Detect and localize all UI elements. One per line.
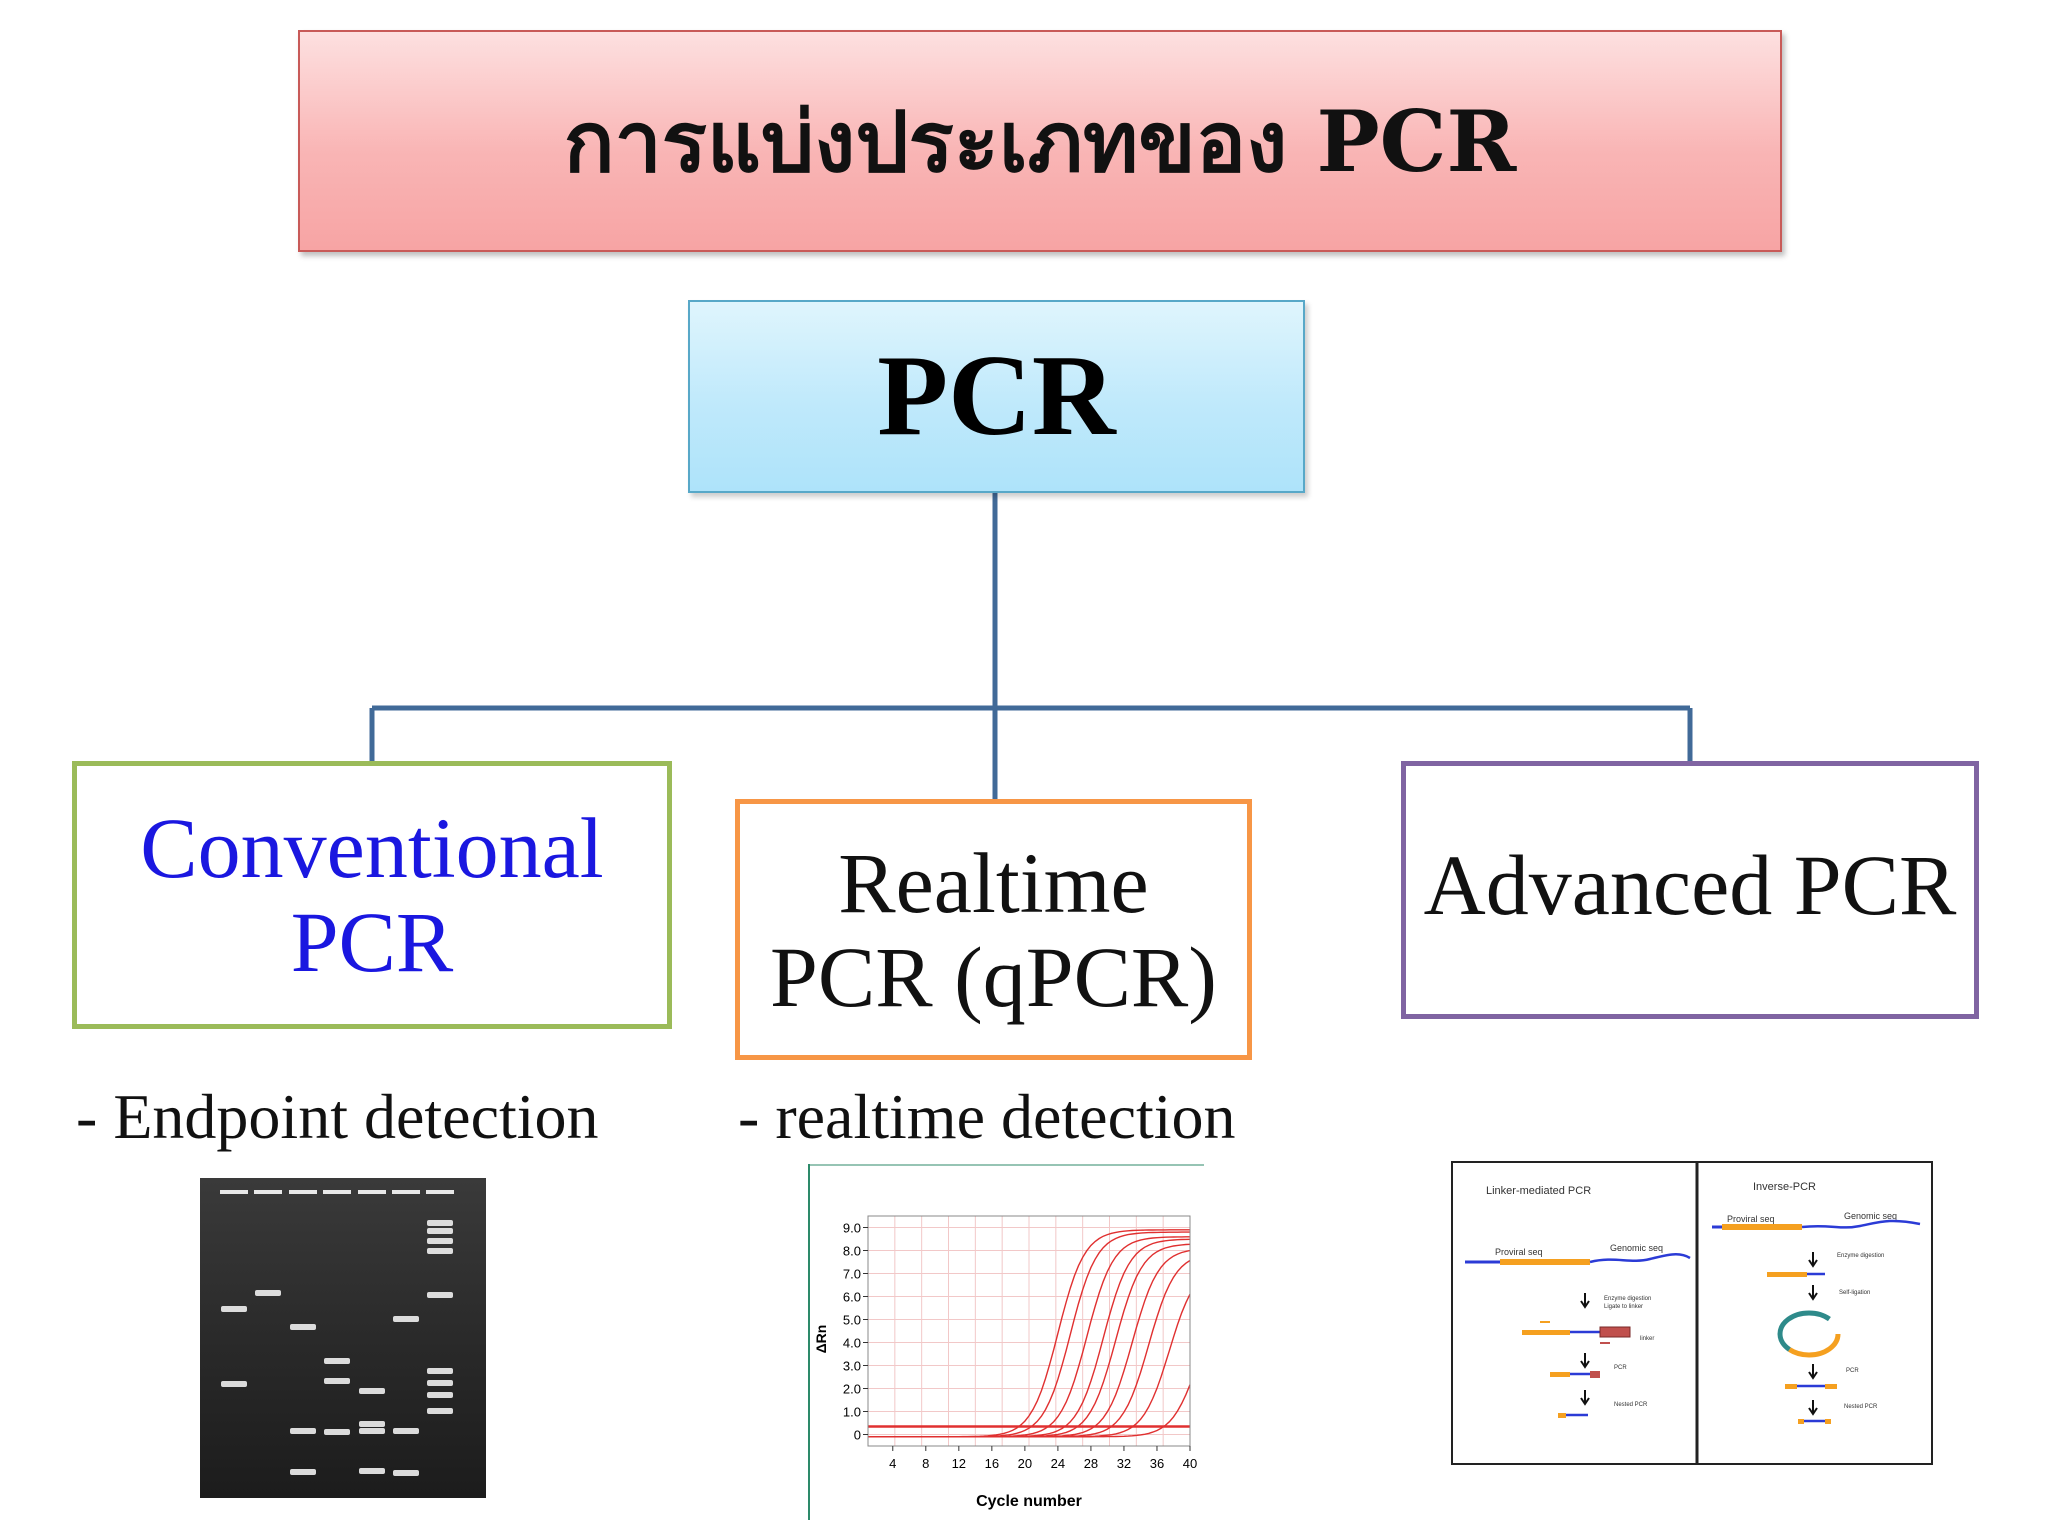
- qpcr-curve: [868, 1384, 1191, 1438]
- gel-band: [427, 1238, 453, 1244]
- inv-proviral-label: Proviral seq: [1727, 1214, 1775, 1224]
- gel-well: [254, 1190, 282, 1194]
- gel-well: [220, 1190, 248, 1194]
- gel-band: [324, 1429, 350, 1435]
- gel-band: [427, 1392, 453, 1398]
- gel-band: [324, 1358, 350, 1364]
- gel-band: [393, 1428, 419, 1434]
- gel-band: [359, 1428, 385, 1434]
- qpcr-ytick: 7.0: [843, 1267, 861, 1282]
- inv-diagram-shapes: [1712, 1219, 1921, 1424]
- qpcr-xtick: 36: [1150, 1456, 1164, 1471]
- gel-band: [427, 1228, 453, 1234]
- qpcr-ytick: 9.0: [843, 1221, 861, 1236]
- qpcr-ytick: 5.0: [843, 1313, 861, 1328]
- node-realtime-line2: PCR (qPCR): [770, 928, 1217, 1025]
- gel-band: [427, 1408, 453, 1414]
- qpcr-xtick: 32: [1117, 1456, 1131, 1471]
- gel-band: [290, 1324, 316, 1330]
- gel-band: [324, 1378, 350, 1384]
- qpcr-xtick: 12: [952, 1456, 966, 1471]
- caption-endpoint-detection: - Endpoint detection: [76, 1081, 599, 1152]
- qpcr-ytick: 1.0: [843, 1405, 861, 1420]
- title-text: การแบ่งประเภทของ PCR: [563, 92, 1517, 191]
- gel-electrophoresis-image: [200, 1178, 486, 1498]
- gel-band: [427, 1368, 453, 1374]
- node-conventional-pcr: Conventional PCR: [72, 761, 672, 1029]
- gel-band: [221, 1306, 247, 1312]
- gel-band: [427, 1248, 453, 1254]
- gel-band: [393, 1316, 419, 1322]
- lm-step1: Enzyme digestion: [1604, 1296, 1651, 1302]
- caption-realtime-detection: - realtime detection: [738, 1081, 1236, 1152]
- node-advanced-pcr: Advanced PCR: [1401, 761, 1979, 1019]
- qpcr-xtick: 16: [985, 1456, 999, 1471]
- qpcr-ytick: 3.0: [843, 1359, 861, 1374]
- lm-pcr-title: Linker-mediated PCR: [1486, 1185, 1591, 1197]
- node-advanced-label: Advanced PCR: [1423, 837, 1957, 933]
- gel-band: [393, 1470, 419, 1476]
- gel-band: [359, 1421, 385, 1427]
- gel-well: [289, 1190, 317, 1194]
- lm-genomic-label: Genomic seq: [1610, 1243, 1663, 1253]
- gel-band: [221, 1381, 247, 1387]
- gel-band: [359, 1388, 385, 1394]
- gel-band: [427, 1220, 453, 1226]
- qpcr-ytick: 4.0: [843, 1336, 861, 1351]
- lm-step1b: Ligate to linker: [1604, 1304, 1643, 1310]
- qpcr-xtick: 8: [922, 1456, 929, 1471]
- qpcr-ylabel: ΔRn: [813, 1325, 829, 1354]
- node-realtime-pcr: Realtime PCR (qPCR): [735, 799, 1252, 1060]
- qpcr-ytick: 6.0: [843, 1290, 861, 1305]
- qpcr-ytick: 8.0: [843, 1244, 861, 1259]
- node-realtime-line1: Realtime: [838, 834, 1149, 931]
- gel-band: [359, 1468, 385, 1474]
- qpcr-xtick: 20: [1018, 1456, 1032, 1471]
- qpcr-ytick: 2.0: [843, 1382, 861, 1397]
- gel-band: [290, 1428, 316, 1434]
- inv-genomic-label: Genomic seq: [1844, 1211, 1897, 1221]
- lm-diagram-shapes: [1465, 1253, 1691, 1418]
- inv-step2: Self-ligation: [1839, 1290, 1870, 1296]
- inv-step3: PCR: [1846, 1368, 1859, 1374]
- qpcr-xlabel: Cycle number: [976, 1493, 1082, 1510]
- node-conventional-line2: PCR: [290, 894, 454, 990]
- gel-well: [358, 1190, 386, 1194]
- gel-band: [290, 1469, 316, 1475]
- advanced-pcr-schematic: Linker-mediated PCR Proviral seq Genomic…: [1451, 1161, 1933, 1465]
- inv-pcr-title: Inverse-PCR: [1753, 1181, 1816, 1193]
- lm-proviral-label: Proviral seq: [1495, 1247, 1543, 1257]
- qpcr-xtick: 4: [889, 1456, 896, 1471]
- lm-step3: Nested PCR: [1614, 1402, 1648, 1408]
- gel-band: [427, 1292, 453, 1298]
- qpcr-xtick: 28: [1084, 1456, 1098, 1471]
- lm-linker-label: linker: [1640, 1336, 1654, 1342]
- qpcr-xtick: 40: [1183, 1456, 1197, 1471]
- root-label: PCR: [877, 332, 1116, 460]
- gel-band: [427, 1380, 453, 1386]
- lm-step2: PCR: [1614, 1365, 1627, 1371]
- inv-step4: Nested PCR: [1844, 1404, 1878, 1410]
- gel-well: [392, 1190, 420, 1194]
- title-banner: การแบ่งประเภทของ PCR: [298, 30, 1782, 252]
- gel-band: [255, 1290, 281, 1296]
- qpcr-amplification-plot: 9.0 8.0 7.0 6.0 5.0 4.0 3.0 2.0 1.0 0 4 8 12 16 20 24 28…: [808, 1164, 1204, 1520]
- qpcr-ytick: 0: [854, 1428, 861, 1443]
- gel-well: [426, 1190, 454, 1194]
- root-node-pcr: PCR: [688, 300, 1305, 493]
- qpcr-xtick: 24: [1051, 1456, 1065, 1471]
- inv-step1: Enzyme digestion: [1837, 1253, 1884, 1259]
- node-conventional-line1: Conventional: [140, 800, 604, 896]
- gel-well: [323, 1190, 351, 1194]
